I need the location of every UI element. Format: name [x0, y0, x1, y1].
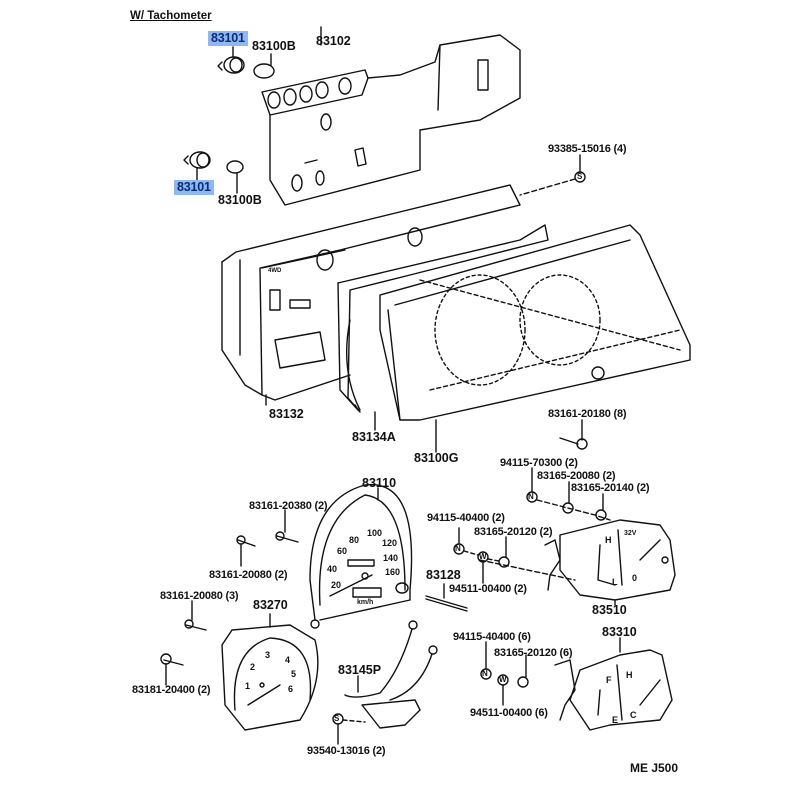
speedo-scale-80: 80: [349, 535, 360, 545]
tacho-scale-5: 5: [291, 669, 297, 679]
symbol-n-40400-6: N: [482, 669, 488, 678]
screw-20080-c-drawing: [184, 600, 207, 631]
screw-20400-drawing: [160, 653, 184, 686]
panel-indicator-4wd: 4WD: [268, 268, 282, 274]
symbol-s-93385: S: [577, 172, 583, 181]
meter-glass-drawing: [379, 224, 691, 453]
symbol-w-00400-6: W: [499, 675, 507, 684]
part-label-83132[interactable]: 83132: [269, 407, 304, 421]
part-label-83102[interactable]: 83102: [316, 34, 351, 48]
socket-lower-drawing: [183, 151, 211, 181]
symbol-n-70300: N: [528, 492, 534, 501]
tacho-scale-4: 4: [285, 655, 291, 665]
speedometer-drawing: [309, 483, 413, 629]
symbol-n-40400-2: N: [455, 544, 461, 553]
speedo-scale-120: 120: [382, 538, 398, 548]
part-label-83181-20400[interactable]: 83181-20400 (2): [132, 684, 211, 696]
diagram-title: W/ Tachometer: [130, 10, 212, 22]
wire-drawing: [332, 620, 438, 745]
fasteners-bottom-drawing: [480, 641, 529, 706]
part-label-94115-70300[interactable]: 94115-70300 (2): [500, 457, 578, 469]
part-label-83161-20080-2[interactable]: 83161-20080 (2): [209, 569, 288, 581]
gauge-83510-h: H: [605, 535, 612, 545]
symbol-w-00400-2: W: [479, 552, 487, 561]
speedo-scale-60: 60: [337, 546, 348, 556]
screw-93385-drawing: [519, 154, 586, 196]
bulb-lower-drawing: [226, 160, 244, 194]
part-label-83100b-lower[interactable]: 83100B: [218, 193, 262, 207]
part-label-83165-20120-2[interactable]: 83165-20120 (2): [474, 526, 553, 538]
fasteners-middle-drawing: [453, 527, 510, 584]
part-label-83161-20180[interactable]: 83161-20180 (8): [548, 408, 627, 420]
tacho-scale-1: 1: [245, 681, 251, 691]
part-label-94511-00400-6[interactable]: 94511-00400 (6): [470, 707, 548, 719]
part-label-83510[interactable]: 83510: [592, 603, 627, 617]
part-label-94511-00400-2[interactable]: 94511-00400 (2): [449, 583, 527, 595]
gauge-83510-zero: 0: [632, 573, 638, 583]
part-label-83310[interactable]: 83310: [602, 625, 637, 639]
part-label-83165-20080[interactable]: 83165-20080 (2): [537, 470, 616, 482]
meter-plate-drawing: [337, 224, 549, 431]
part-label-83161-20380[interactable]: 83161-20380 (2): [249, 500, 328, 512]
gauge-83310-c: C: [630, 710, 637, 720]
part-label-83270[interactable]: 83270: [253, 598, 288, 612]
screw-20380-drawing: [275, 509, 299, 543]
speedo-scale-160: 160: [385, 567, 401, 577]
part-label-93385-15016[interactable]: 93385-15016 (4): [548, 143, 627, 155]
part-label-83101-lower[interactable]: 83101: [174, 180, 214, 195]
part-label-83100g[interactable]: 83100G: [414, 451, 459, 465]
part-label-94115-40400-2[interactable]: 94115-40400 (2): [427, 512, 505, 524]
printed-circuit-drawing: [261, 26, 521, 206]
tacho-scale-2: 2: [250, 662, 256, 672]
speedo-unit: km/h: [357, 599, 374, 606]
part-label-83145p[interactable]: 83145P: [338, 663, 382, 677]
speedo-scale-40: 40: [327, 564, 338, 574]
part-label-83101-upper[interactable]: 83101: [208, 31, 248, 46]
part-label-83165-20140[interactable]: 83165-20140 (2): [571, 482, 650, 494]
fasteners-83510-drawing: [526, 467, 611, 521]
symbol-s-93540: S: [334, 714, 340, 723]
gauge-83310-f: F: [606, 675, 612, 685]
tachometer-drawing: [221, 613, 319, 731]
speedo-scale-140: 140: [383, 553, 399, 563]
gauge-83510-volt: 32V: [624, 530, 637, 537]
part-label-93540-13016[interactable]: 93540-13016 (2): [307, 745, 386, 757]
knob-drawing: [425, 583, 468, 612]
screw-20080-b-drawing: [236, 535, 256, 567]
gauge-83310-h: H: [626, 670, 633, 680]
gauge-83510-drawing: [479, 519, 676, 606]
part-label-83110[interactable]: 83110: [362, 476, 397, 490]
screw-20180-drawing: [559, 419, 588, 450]
part-label-83128[interactable]: 83128: [426, 568, 461, 582]
gauge-83310-drawing: [554, 637, 673, 731]
speedo-scale-100: 100: [367, 528, 383, 538]
gauge-83510-l: L: [612, 577, 618, 587]
part-label-83100b-upper[interactable]: 83100B: [252, 39, 296, 53]
part-label-83161-20080-3[interactable]: 83161-20080 (3): [160, 590, 239, 602]
part-label-83165-20120-6[interactable]: 83165-20120 (6): [494, 647, 573, 659]
part-label-83134a[interactable]: 83134A: [352, 430, 396, 444]
gauge-83310-e: E: [612, 715, 619, 725]
part-label-94115-40400-6[interactable]: 94115-40400 (6): [453, 631, 531, 643]
socket-upper-drawing: [217, 46, 245, 74]
speedo-scale-20: 20: [331, 580, 342, 590]
tacho-scale-6: 6: [288, 684, 294, 694]
bulb-upper-drawing: [253, 53, 275, 79]
reference-code: ME J500: [630, 761, 679, 775]
tacho-scale-3: 3: [265, 650, 271, 660]
meter-case-drawing: [221, 184, 521, 406]
